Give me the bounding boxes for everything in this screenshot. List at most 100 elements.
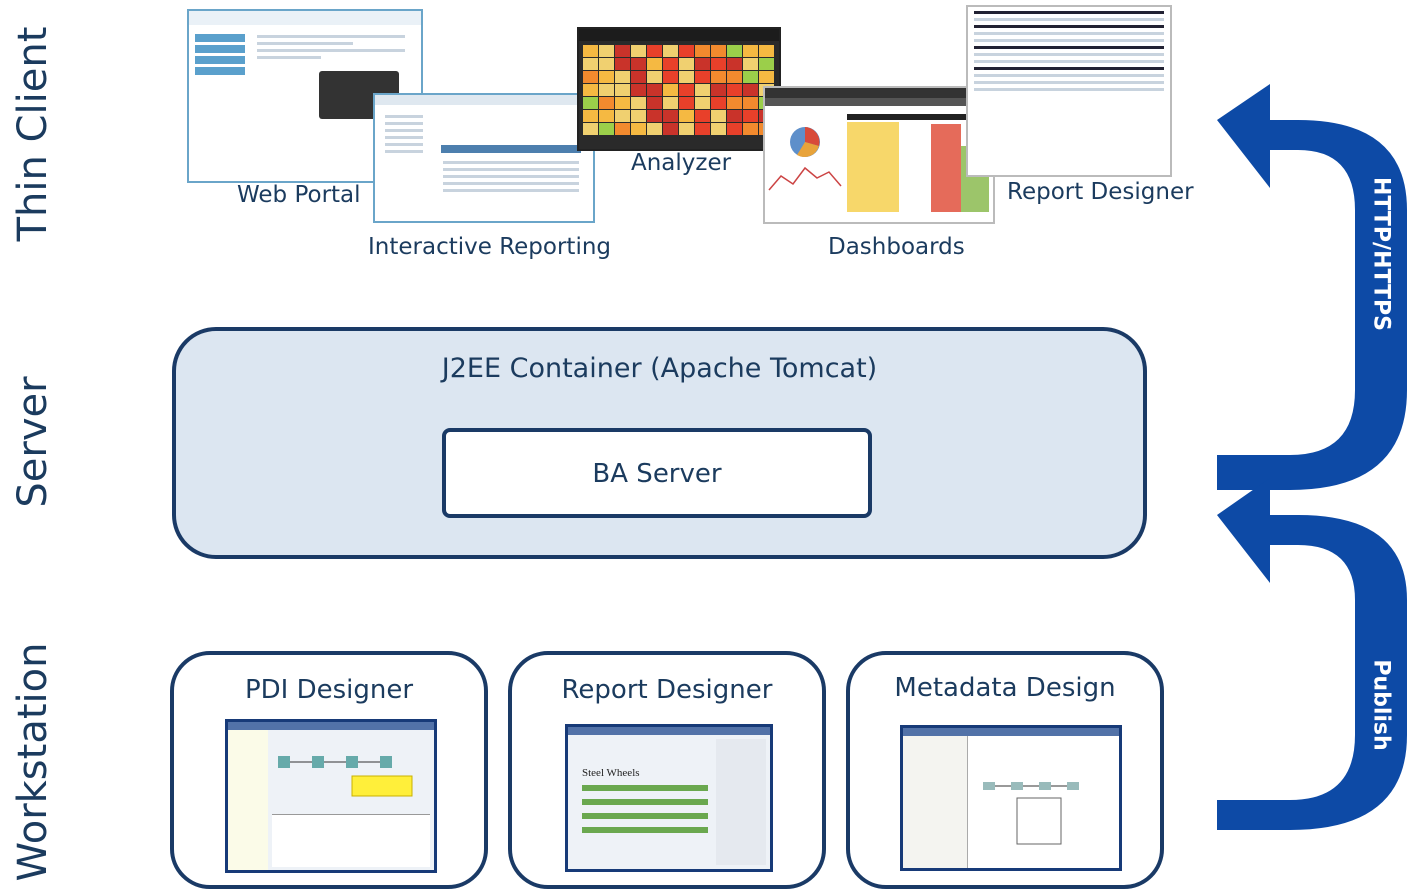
http-https-label: HTTP/HTTPS [1368, 177, 1394, 331]
heatmap-cell [647, 45, 662, 57]
heatmap-cell [759, 45, 774, 57]
heatmap-cell [711, 84, 726, 96]
dashboards-widgets [768, 114, 991, 212]
heatmap-cell [583, 84, 598, 96]
heatmap-cell [583, 71, 598, 83]
heatmap-cell [663, 97, 678, 109]
heatmap-cell [647, 97, 662, 109]
heatmap-cell [615, 97, 630, 109]
heatmap-cell [599, 45, 614, 57]
heatmap-cell [631, 58, 646, 70]
heatmap-cell [679, 45, 694, 57]
heatmap-cell [743, 84, 758, 96]
heatmap-cell [615, 110, 630, 122]
heatmap-cell [695, 71, 710, 83]
heatmap-cell [743, 71, 758, 83]
heatmap-cell [711, 45, 726, 57]
heatmap-cell [631, 71, 646, 83]
heatmap-cell [743, 45, 758, 57]
heatmap-cell [695, 45, 710, 57]
heatmap-cell [711, 110, 726, 122]
ba-server-box: BA Server [442, 428, 872, 518]
tier-label-server: Server [10, 376, 56, 508]
heatmap-cell [711, 58, 726, 70]
caption-analyzer: Analyzer [631, 150, 732, 176]
heatmap-cell [743, 110, 758, 122]
interactive-reporting-screenshot [373, 93, 595, 223]
heatmap-cell [599, 110, 614, 122]
heatmap-cell [727, 123, 742, 135]
heatmap-cell [583, 58, 598, 70]
analyzer-screenshot [577, 27, 781, 151]
caption-web-portal: Web Portal [237, 182, 361, 208]
caption-dashboards: Dashboards [828, 234, 965, 260]
heatmap-cell [631, 110, 646, 122]
tier-label-workstation: Workstation [10, 642, 56, 882]
heatmap-cell [647, 84, 662, 96]
j2ee-container-title: J2EE Container (Apache Tomcat) [441, 353, 878, 384]
heatmap-cell [631, 45, 646, 57]
metadata-design-title: Metadata Design [894, 673, 1116, 703]
dashboards-screenshot [763, 86, 995, 224]
heatmap-cell [615, 71, 630, 83]
heatmap-cell [663, 110, 678, 122]
caption-report-designer: Report Designer [1007, 179, 1194, 205]
heatmap-cell [599, 123, 614, 135]
publish-label: Publish [1368, 659, 1394, 751]
heatmap-cell [663, 84, 678, 96]
report-designer-screenshot [966, 5, 1172, 177]
tier-label-thin-client: Thin Client [10, 26, 56, 242]
pdi-designer-box: PDI Designer [170, 651, 488, 889]
heatmap-cell [679, 97, 694, 109]
steel-wheels-logo: Steel Wheels [582, 767, 640, 779]
report-designer-workstation-title: Report Designer [561, 675, 773, 705]
heatmap-cell [743, 123, 758, 135]
heatmap-cell [679, 84, 694, 96]
caption-interactive-reporting: Interactive Reporting [368, 234, 612, 260]
heatmap-cell [599, 71, 614, 83]
heatmap-cell [599, 58, 614, 70]
metadata-model [983, 782, 1079, 845]
heatmap-cell [679, 123, 694, 135]
heatmap-cell [583, 123, 598, 135]
heatmap-cell [583, 45, 598, 57]
heatmap-cell [695, 84, 710, 96]
heatmap-cell [727, 58, 742, 70]
heatmap-cell [615, 58, 630, 70]
heatmap-cell [695, 58, 710, 70]
report-designer-workstation-screenshot: Steel Wheels [565, 724, 773, 872]
heatmap-cell [583, 110, 598, 122]
heatmap-cell [647, 71, 662, 83]
heatmap-cell [759, 71, 774, 83]
heatmap-cell [727, 84, 742, 96]
metadata-design-box: Metadata Design [846, 651, 1164, 889]
heatmap-cell [711, 97, 726, 109]
pdi-designer-screenshot [225, 719, 437, 873]
pdi-designer-title: PDI Designer [244, 675, 414, 705]
heatmap-cell [647, 58, 662, 70]
metadata-design-screenshot [900, 725, 1122, 871]
publish-arrow [1217, 478, 1407, 830]
heatmap-cell [599, 84, 614, 96]
heatmap-cell [711, 123, 726, 135]
heatmap-cell [663, 45, 678, 57]
heatmap-cell [727, 45, 742, 57]
heatmap-cell [679, 58, 694, 70]
heatmap-cell [695, 110, 710, 122]
heatmap-cell [599, 97, 614, 109]
heatmap-cell [631, 84, 646, 96]
heatmap-cell [727, 97, 742, 109]
heatmap-cell [695, 97, 710, 109]
heatmap-cell [615, 45, 630, 57]
heatmap-cell [631, 123, 646, 135]
heatmap-cell [663, 58, 678, 70]
analyzer-heatmap [579, 29, 779, 135]
heatmap-cell [663, 123, 678, 135]
heatmap-cell [631, 97, 646, 109]
heatmap-cell [647, 110, 662, 122]
ba-server-label: BA Server [592, 459, 722, 489]
heatmap-cell [583, 97, 598, 109]
heatmap-cell [615, 123, 630, 135]
heatmap-cell [663, 71, 678, 83]
heatmap-cell [679, 110, 694, 122]
